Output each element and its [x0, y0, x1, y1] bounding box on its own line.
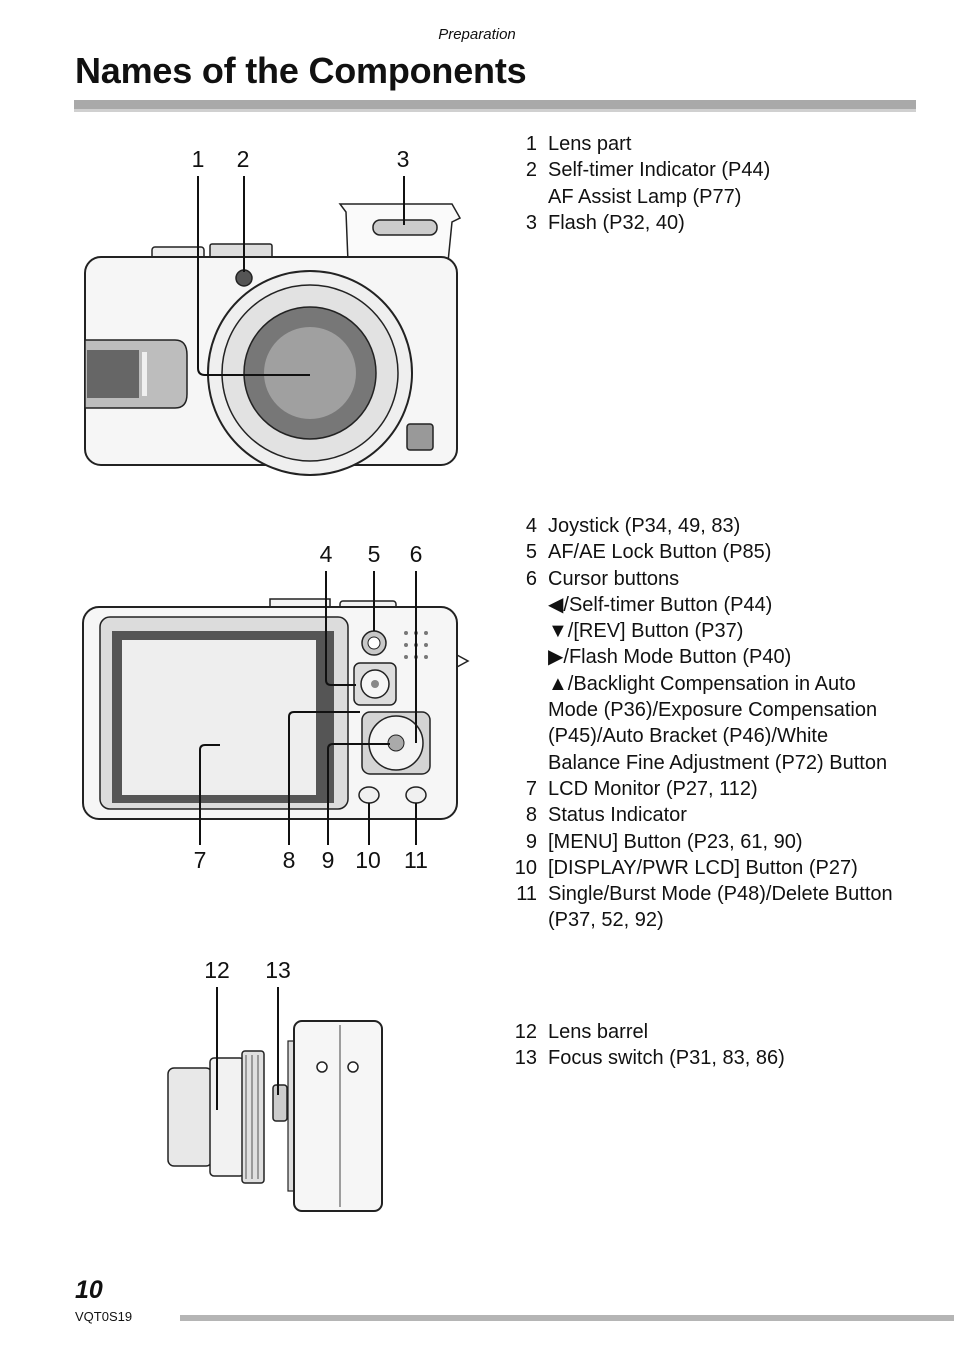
list-item: 10[DISPLAY/PWR LCD] Button (P27): [514, 856, 858, 879]
callout-9: 9: [322, 847, 335, 873]
callout-12: 12: [204, 957, 230, 983]
section-label: Preparation: [438, 26, 516, 43]
title-rule: [74, 100, 916, 112]
list-item: 6 Cursor buttons◀/Self-timer Button (P44…: [525, 567, 888, 774]
callout-5: 5: [368, 541, 381, 567]
camera-side-illustration: 12 13: [167, 957, 383, 1212]
page-title: Names of the Components: [75, 50, 527, 91]
camera-front-illustration: 1 2 3: [84, 146, 462, 476]
document-code: VQT0S19: [75, 1309, 133, 1324]
callout-2: 2: [237, 146, 250, 172]
callout-11: 11: [404, 847, 428, 873]
callout-7: 7: [194, 847, 207, 873]
callout-8: 8: [283, 847, 296, 873]
footer-rule: [180, 1315, 954, 1321]
list-item: 9[MENU] Button (P23, 61, 90): [525, 830, 803, 853]
camera-back-illustration: 4 5 6 7 8 9 10 11: [82, 541, 470, 873]
callout-4: 4: [320, 541, 333, 567]
callout-3: 3: [397, 146, 410, 172]
page-number: 10: [75, 1276, 103, 1304]
callout-1: 1: [192, 146, 205, 172]
callout-10: 10: [355, 847, 381, 873]
callout-6: 6: [410, 541, 423, 567]
callout-13: 13: [265, 957, 291, 983]
